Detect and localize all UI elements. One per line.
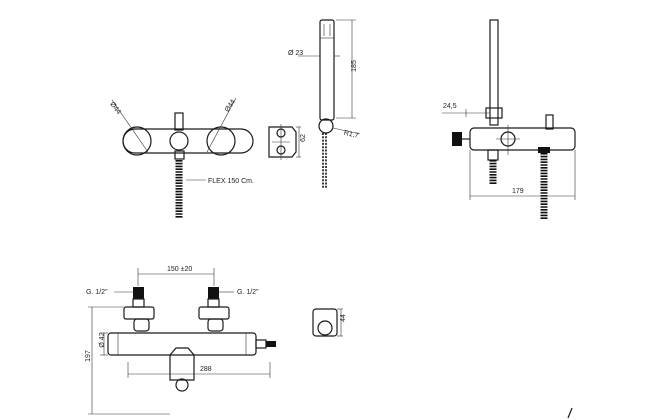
projection-offset-label: 24,5 (443, 103, 457, 110)
holder-width-label: 62 (300, 134, 307, 142)
hand-shower (319, 19, 335, 121)
knob-diameter-left-label: Ø44 (108, 101, 122, 116)
wall-plate-square (312, 308, 338, 337)
shower-outlet (174, 150, 185, 160)
holder-detail: 62 (268, 124, 307, 160)
shower-rail (489, 19, 499, 126)
overall-height-label: 197 (85, 350, 92, 362)
flange-left (123, 306, 155, 320)
end-fitting (266, 341, 276, 347)
body-diameter-label: Ø 42 (99, 332, 106, 347)
body-length-label: 288 (200, 366, 212, 373)
wall-plate: 44 (312, 308, 347, 337)
diverter-base (169, 131, 189, 151)
hand-shower-side: Ø 23 185 R1,7 (288, 19, 361, 188)
diverter-knob (174, 112, 184, 131)
side-lever (545, 114, 554, 130)
mixer-body-side (469, 127, 576, 151)
flange-right (198, 306, 230, 320)
connection-right-label: G. 1/2" (237, 289, 259, 296)
wall-connection-side (452, 132, 462, 146)
right-knob (206, 126, 236, 156)
hand-shower-length-label: 185 (351, 60, 358, 72)
mixer-body-bottom (107, 332, 257, 356)
bottom-view: 150 ±20 G. 1/2" G. 1/2" Ø 42 197 288 (85, 266, 276, 415)
shower-holder-ball (318, 118, 334, 134)
left-knob (122, 126, 152, 156)
hand-shower-diameter-label: Ø 23 (288, 50, 303, 57)
corner-mark (567, 407, 573, 419)
total-depth-label: 179 (512, 188, 524, 195)
holder-radius-label: R1,7 (343, 130, 359, 140)
spout (169, 347, 195, 381)
knob-diameter-right-label: Ø44 (224, 98, 237, 113)
connection-left-label: G. 1/2" (86, 289, 108, 296)
wall-plate-size-label: 44 (340, 314, 347, 322)
holder-bracket (268, 126, 297, 158)
side-view: 24,5 179 (442, 19, 576, 220)
spout-outlet (175, 378, 189, 392)
wall-plate-outlet (317, 320, 333, 336)
inlet-right (208, 287, 219, 299)
inlet-spacing-label: 150 ±20 (167, 266, 192, 273)
front-view: Ø44 Ø44 FLEX 150 Cm. (108, 97, 254, 218)
inlet-left (133, 287, 144, 299)
hose-label: FLEX 150 Cm. (208, 178, 254, 185)
side-outlet (538, 147, 550, 153)
